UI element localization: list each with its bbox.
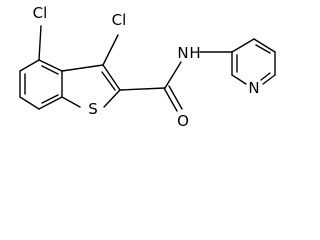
double-bond-inner xyxy=(255,44,271,54)
atom-label-oxygen: O xyxy=(177,112,189,130)
bond xyxy=(19,59,40,72)
molecule-canvas: Cl Cl S O N H N xyxy=(19,4,276,130)
atom-label-cl-left: Cl xyxy=(33,4,48,22)
bond-carbonyl-oxygen xyxy=(163,87,178,112)
bond-c4-cl xyxy=(38,25,42,61)
bond xyxy=(61,64,104,72)
atom-label-pyridine-n: N xyxy=(248,79,259,97)
bond xyxy=(38,96,63,110)
bond xyxy=(262,74,276,85)
benzene-ring xyxy=(19,59,63,110)
atom-label-amide-n: N xyxy=(177,44,188,62)
double-bond-inner xyxy=(41,65,59,75)
bond xyxy=(103,89,121,108)
bond-carbonyl-oxygen-second xyxy=(168,85,183,110)
double-bond-inner xyxy=(101,71,116,91)
atom-label-sulfur: S xyxy=(88,100,98,118)
bond xyxy=(231,38,255,53)
bond-c2-carbonyl xyxy=(119,87,166,91)
bond xyxy=(253,38,276,53)
atom-label-cl-right: Cl xyxy=(112,11,127,29)
bond xyxy=(19,96,40,110)
atom-label-amide-h: H xyxy=(189,44,200,62)
bond xyxy=(61,96,81,108)
double-bond-inner xyxy=(260,72,271,81)
bond-c3-cl xyxy=(102,34,119,66)
bond xyxy=(102,64,121,91)
structure-diagram: Cl Cl S O N H N xyxy=(19,4,276,130)
pyridine-ring xyxy=(231,38,276,85)
double-bond-inner xyxy=(41,94,59,104)
bond xyxy=(231,74,247,85)
thiophene-ring xyxy=(61,64,121,108)
bond-carbonyl-nh xyxy=(164,61,182,89)
bond xyxy=(38,59,63,72)
